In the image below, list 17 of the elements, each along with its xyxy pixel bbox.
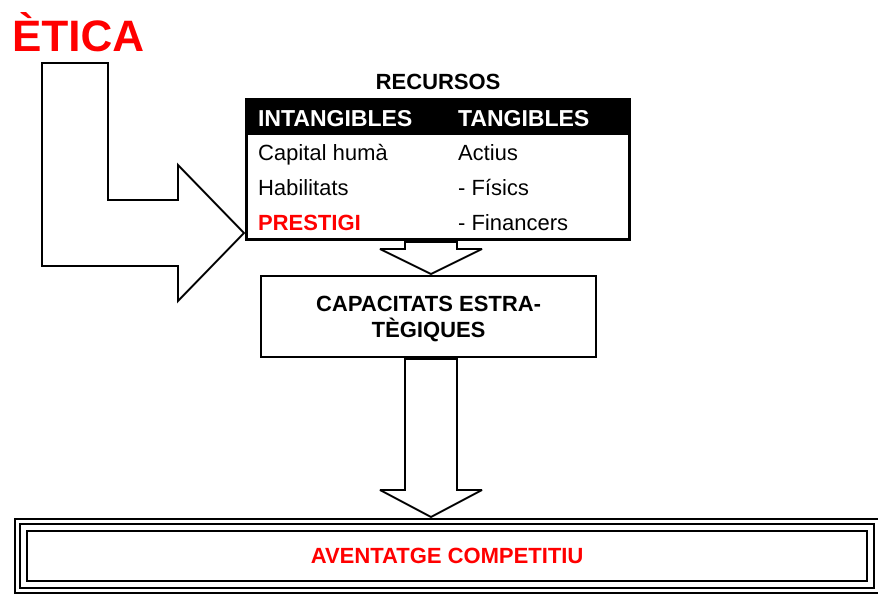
block-arrow — [379, 358, 483, 518]
table-cell: - Financers — [458, 210, 568, 236]
result-box — [14, 518, 878, 594]
table-cell: - Físics — [458, 174, 529, 200]
table-heading: RECURSOS — [376, 68, 500, 96]
heading-text: ÈTICA — [12, 12, 162, 62]
block-arrow — [379, 241, 483, 276]
process-text: CAPACITATS ESTRA- TÈGIQUES — [315, 291, 542, 342]
column-header: INTANGIBLES — [258, 104, 412, 132]
column-header: TANGIBLES — [458, 104, 590, 132]
process-box — [260, 275, 597, 358]
table-cell: Capital humà — [258, 140, 388, 166]
table-cell: Actius — [458, 140, 518, 166]
table-cell: PRESTIGI — [258, 210, 361, 236]
table-cell: Habilitats — [258, 174, 348, 200]
block-arrow — [41, 62, 246, 304]
result-text: AVENTATGE COMPETITIU — [310, 543, 584, 569]
